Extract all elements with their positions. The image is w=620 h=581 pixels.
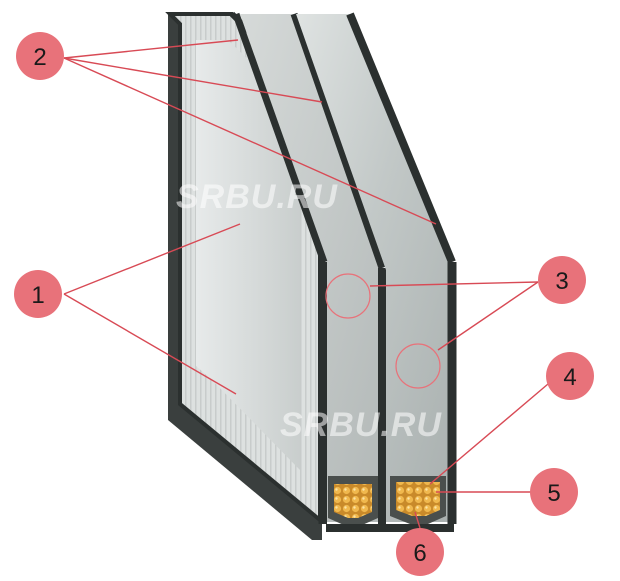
glass-pane-front bbox=[296, 12, 457, 524]
watermark-lower: SRBU.RU bbox=[280, 406, 442, 444]
callout-4: 4 bbox=[546, 352, 594, 400]
chamber-marker-1 bbox=[325, 273, 371, 319]
chamber-marker-2 bbox=[395, 343, 441, 389]
spacer-frame-right bbox=[390, 476, 446, 524]
svg-text:4: 4 bbox=[563, 364, 576, 391]
callout-3: 3 bbox=[538, 256, 586, 304]
svg-text:6: 6 bbox=[413, 540, 426, 567]
watermark-upper: SRBU.RU bbox=[176, 178, 338, 216]
svg-text:1: 1 bbox=[31, 282, 44, 309]
svg-text:5: 5 bbox=[547, 480, 560, 507]
callout-1: 1 bbox=[14, 270, 62, 318]
leader-lines bbox=[63, 39, 549, 529]
desiccant-left bbox=[334, 484, 372, 518]
callout-5: 5 bbox=[530, 468, 578, 516]
callout-2: 2 bbox=[16, 32, 64, 80]
svg-text:2: 2 bbox=[33, 44, 46, 71]
callout-6: 6 bbox=[396, 528, 444, 576]
spacer-frame-left bbox=[328, 476, 378, 526]
desiccant-right bbox=[396, 482, 440, 516]
glass-pane-middle bbox=[232, 12, 386, 524]
svg-text:3: 3 bbox=[555, 268, 568, 295]
sealant-base bbox=[326, 524, 454, 532]
